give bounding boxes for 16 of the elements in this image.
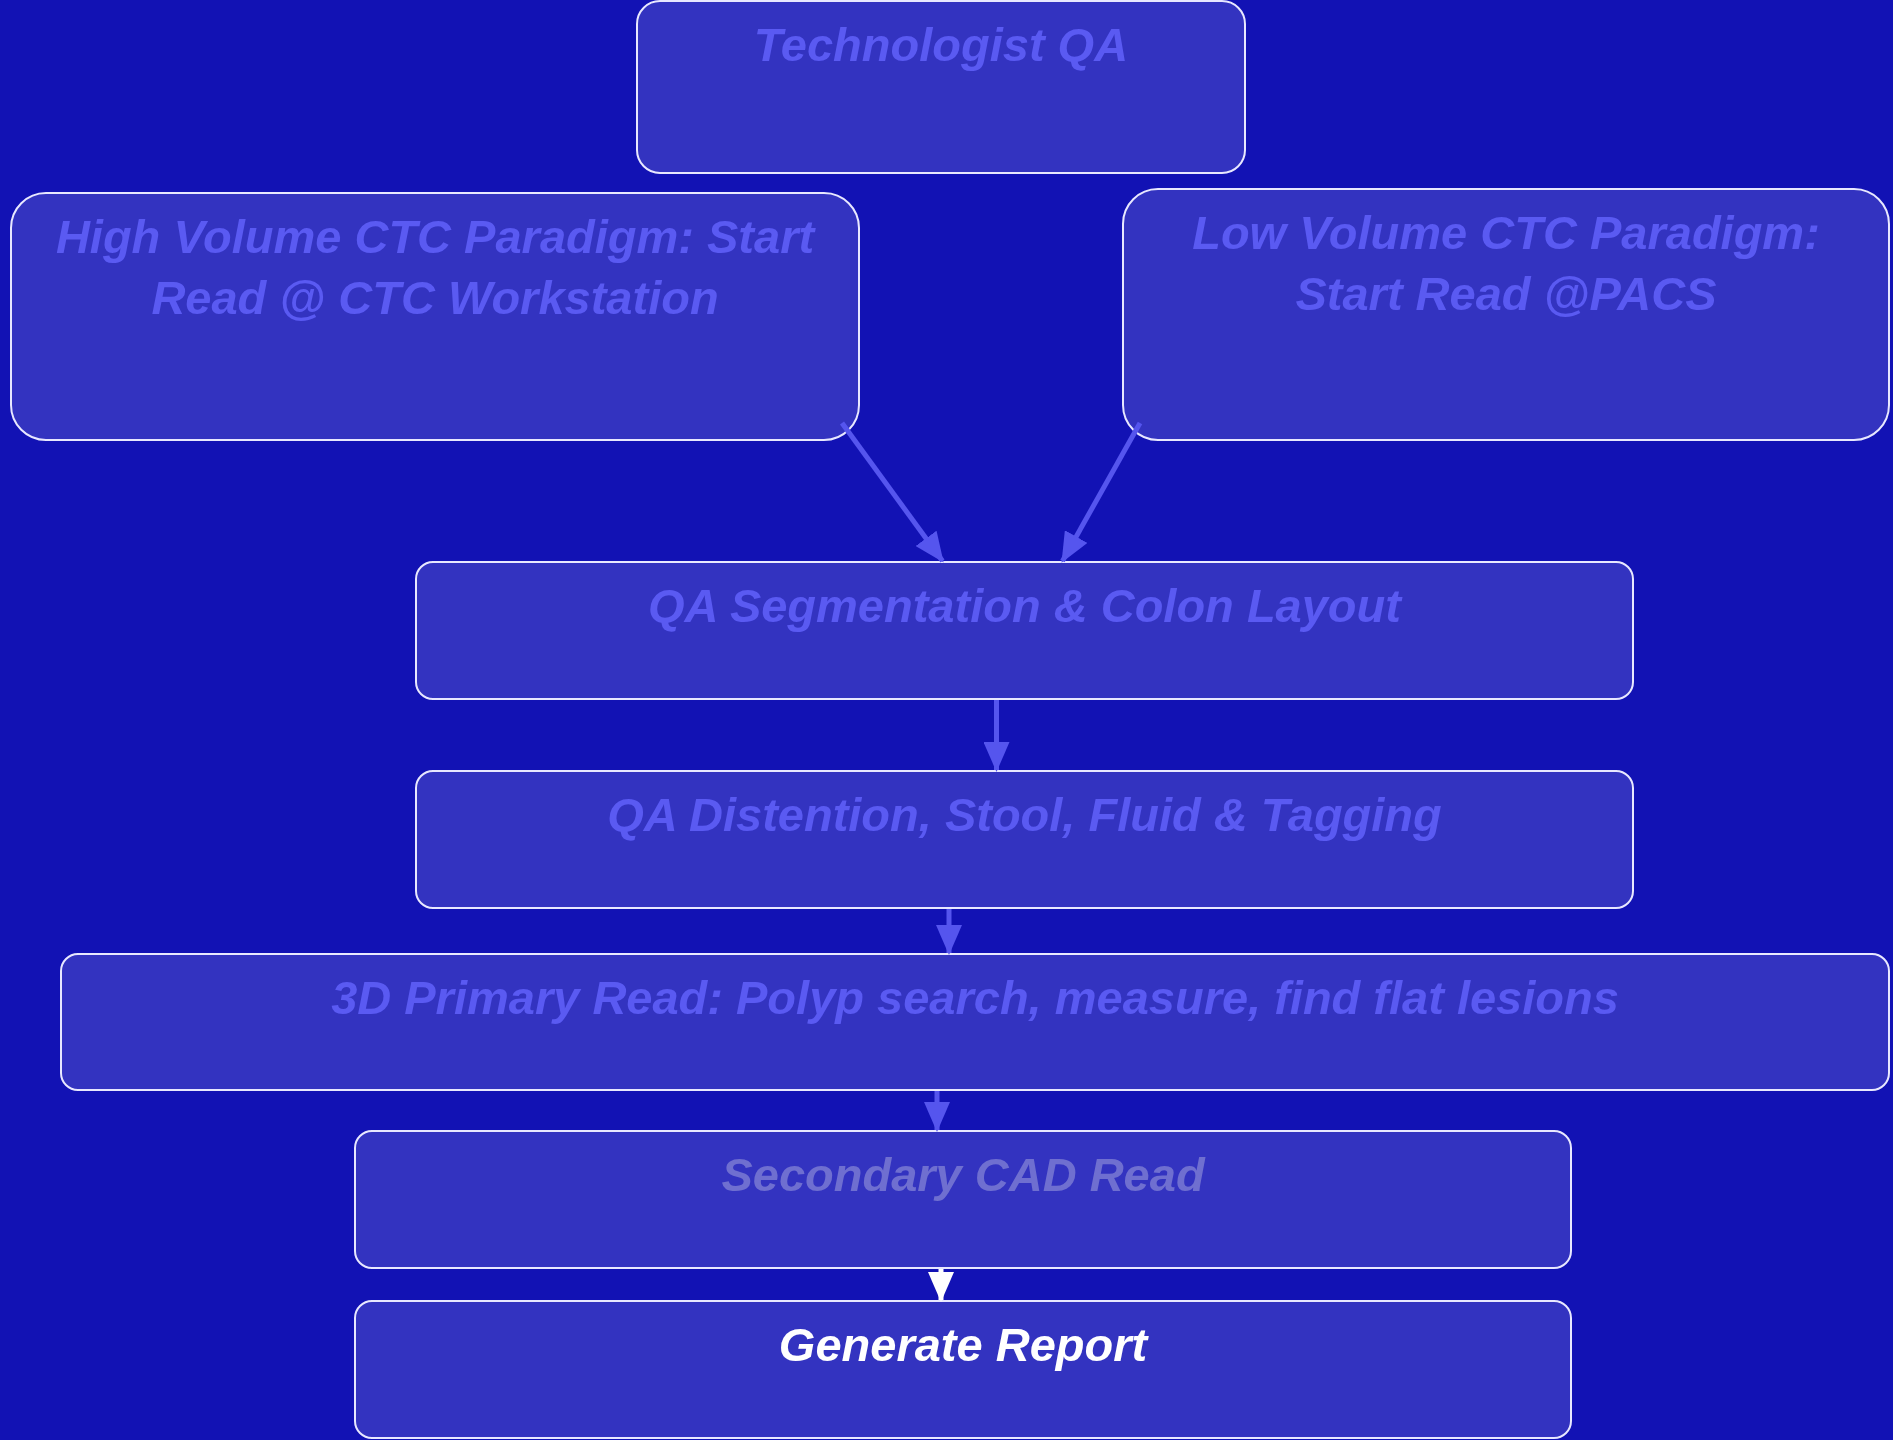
process-box xyxy=(10,192,860,441)
process-box xyxy=(1122,188,1890,441)
process-box xyxy=(354,1300,1572,1439)
arrow xyxy=(983,700,1010,772)
process-box xyxy=(415,561,1634,700)
arrow xyxy=(839,421,945,563)
arrow xyxy=(928,1269,954,1302)
arrow xyxy=(936,909,962,955)
box-label: Generate Report xyxy=(778,1317,1148,1373)
arrow xyxy=(924,1091,950,1132)
box-label: Secondary CAD Read xyxy=(721,1147,1205,1203)
arrow xyxy=(1060,421,1143,563)
process-box xyxy=(415,770,1634,909)
process-box xyxy=(636,0,1246,174)
process-box xyxy=(60,953,1890,1091)
process-box xyxy=(354,1130,1572,1269)
